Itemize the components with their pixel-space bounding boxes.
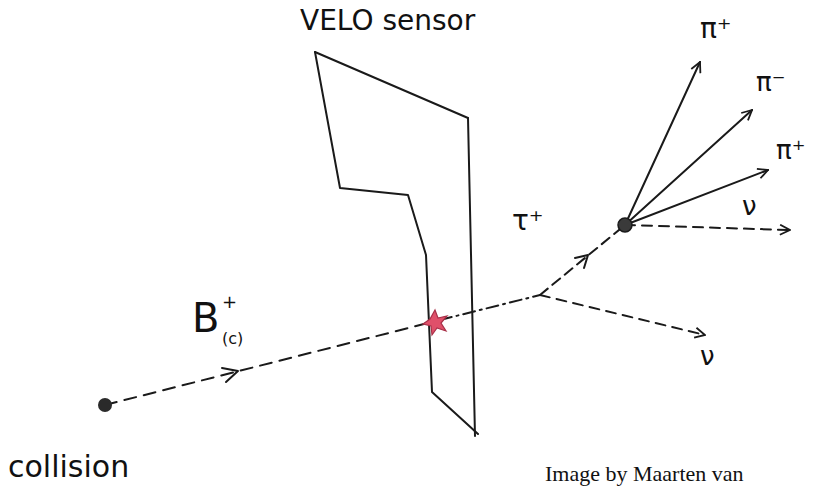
pion-track <box>625 170 768 225</box>
particle-label: ν <box>742 192 757 221</box>
particle-label: π⁺ <box>700 14 732 45</box>
particle-label: π⁺ <box>776 136 805 165</box>
neutrino-track <box>540 295 705 335</box>
credit-note: Image by Maarten van <box>545 462 744 486</box>
charge-superscript: + <box>222 292 237 312</box>
sensor-outline <box>315 52 478 434</box>
decay-vertex <box>618 218 632 232</box>
sensor-outline <box>315 52 468 118</box>
neutrino-track <box>625 225 790 230</box>
b-meson-track <box>440 295 540 320</box>
sensor-outline <box>468 118 475 436</box>
particle-label: B <box>192 296 219 340</box>
b-meson-track <box>105 322 432 405</box>
sensor-hit <box>423 310 447 335</box>
sensor-label: VELO sensor <box>300 6 475 37</box>
pion-track <box>625 110 752 225</box>
collision-vertex <box>98 398 112 412</box>
particle-label: π⁻ <box>756 68 785 97</box>
flavour-subscript: (c) <box>222 330 243 348</box>
track-arrow <box>575 255 588 268</box>
particle-label: τ⁺ <box>512 206 544 237</box>
vertex-label: collision <box>8 450 129 483</box>
particle-label: ν <box>700 342 715 371</box>
track-arrow <box>222 368 238 382</box>
tau-track <box>540 225 625 295</box>
